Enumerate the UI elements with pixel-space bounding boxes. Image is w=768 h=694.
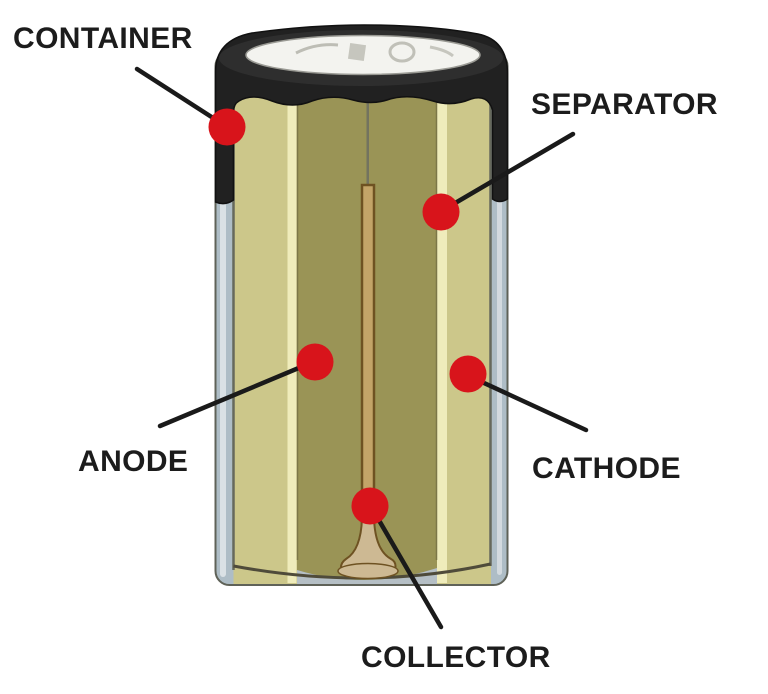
collector-label: COLLECTOR: [361, 641, 551, 674]
separator-label: SEPARATOR: [531, 88, 718, 121]
cathode-leader-line: [468, 374, 589, 433]
anode-marker-dot: [296, 343, 334, 381]
separator-stripe-left: [287, 86, 297, 583]
cathode-label: CATHODE: [532, 452, 681, 485]
cathode-marker-dot: [449, 355, 487, 393]
cap-embossing-mark: [295, 43, 339, 55]
anode-label: ANODE: [78, 445, 189, 478]
container-right-highlight: [497, 90, 502, 575]
collector-top-wire: [366, 92, 369, 192]
separator-marker-dot: [422, 193, 460, 231]
collector-pin: [360, 183, 376, 537]
leader-lines: [134, 66, 589, 630]
inner-bottom-shadow: [297, 568, 437, 584]
collector-leader-line: [370, 507, 444, 630]
collector-marker-dot: [351, 487, 389, 525]
collector-base: [337, 562, 399, 580]
cap-embossing-mark: [388, 41, 416, 63]
container-leader-line: [134, 66, 227, 128]
anode-leader-line: [157, 359, 316, 429]
container-marker-dot: [208, 108, 246, 146]
cap-embossing-mark: [429, 45, 454, 58]
cap-embossing-mark: [347, 42, 367, 62]
container-label: CONTAINER: [13, 22, 193, 55]
container-left-highlight: [220, 85, 226, 577]
marker-dots: [208, 108, 487, 525]
separator-stripe-right: [437, 86, 447, 583]
separator-leader-line: [442, 131, 576, 212]
